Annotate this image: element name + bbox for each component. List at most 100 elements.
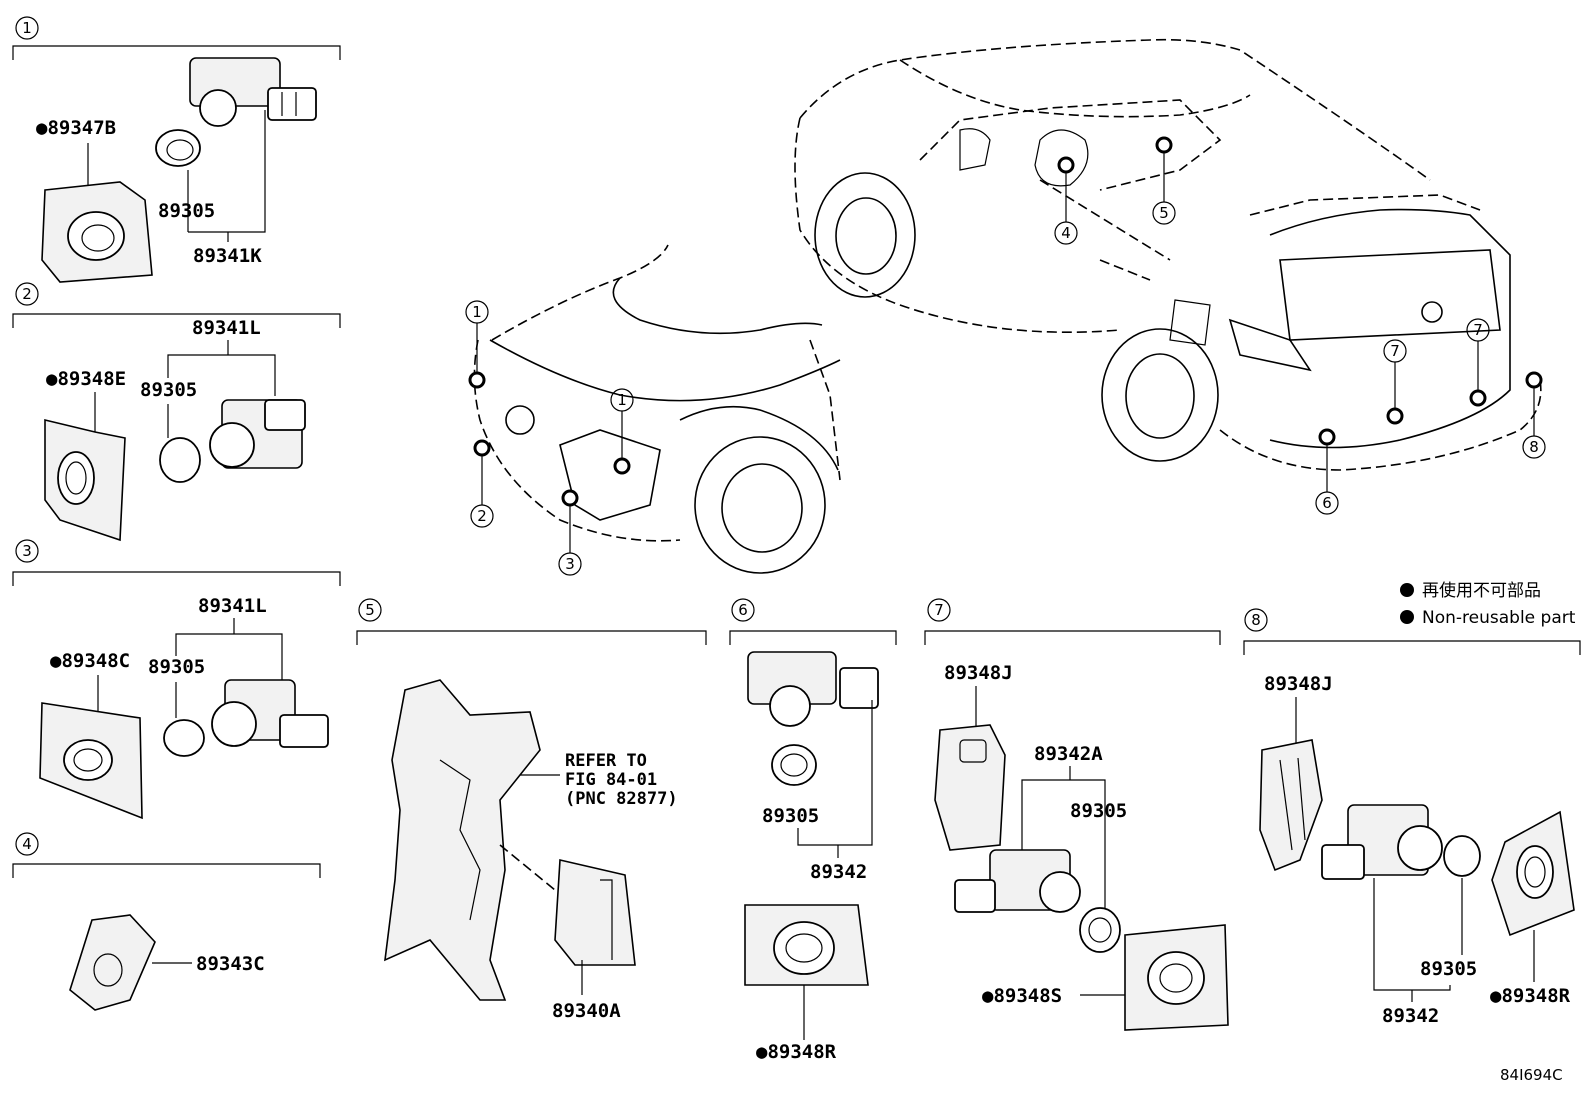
part-number: 89341L <box>192 317 261 339</box>
part-number: ●89348S <box>982 985 1062 1007</box>
sensor-bezel-icon <box>1124 924 1229 1031</box>
section-8: 8 89348J 89305 ●89348R 89342 <box>1243 608 1581 1027</box>
part-number: ●89348R <box>1490 985 1571 1007</box>
section-number: 1 <box>22 19 32 37</box>
section-5: 5 REFER TO FIG 84-01 (PNC 82877) 89340A <box>356 598 707 1022</box>
sensor-position-icon <box>1386 407 1404 425</box>
part-number: 89341K <box>193 245 262 267</box>
sensor-retainer-icon <box>934 724 1006 851</box>
callout-marker: 6 <box>1315 428 1339 515</box>
section-number: 8 <box>1251 611 1261 629</box>
section-number: 6 <box>738 601 748 619</box>
callout-number: 1 <box>472 303 482 321</box>
part-number: ●89348R <box>756 1041 837 1063</box>
callout-marker: 7 <box>1383 339 1407 425</box>
section-3: 3 89341L ●89348C 89305 <box>12 539 341 820</box>
section-7: 7 89348J 89342A 89305 ●89348S <box>924 598 1229 1031</box>
part-number: 89343C <box>196 953 265 975</box>
part-number: 89305 <box>148 656 205 678</box>
legend-english-text: Non-reusable part <box>1422 608 1576 628</box>
callout-number: 6 <box>1322 494 1332 512</box>
part-number: 89340A <box>552 1000 621 1022</box>
callout-marker: 8 <box>1522 371 1546 459</box>
sensor-position-icon <box>561 489 579 507</box>
part-number: 89305 <box>1070 800 1127 822</box>
non-reusable-bullet-icon <box>1400 610 1414 624</box>
sensor-bezel-icon <box>41 181 153 283</box>
sensor-position-icon <box>1318 428 1336 446</box>
parking-sensor-icon <box>189 57 317 127</box>
part-number: 89305 <box>140 379 197 401</box>
section-number: 2 <box>22 285 32 303</box>
reference-note: (PNC 82877) <box>565 789 678 809</box>
sensor-grommet-icon <box>1443 835 1481 877</box>
sensor-retainer-icon <box>69 914 156 1011</box>
sensor-grommet-icon <box>155 129 201 167</box>
sensor-retainer-icon <box>1259 739 1323 872</box>
parking-sensor-icon <box>211 679 329 748</box>
drawing-code: 84I694C <box>1500 1066 1563 1084</box>
sensor-grommet-icon <box>163 719 205 757</box>
ecu-module-icon <box>554 859 636 966</box>
section-number: 7 <box>934 601 944 619</box>
part-number: 89341L <box>198 595 267 617</box>
sensor-position-icon <box>468 371 486 389</box>
callout-number: 3 <box>565 555 575 573</box>
part-number: 89305 <box>1420 958 1477 980</box>
section-2: 2 89341L ●89348E 89305 <box>12 282 341 542</box>
callout-marker: 1 <box>465 300 489 389</box>
callout-number: 4 <box>1061 224 1071 242</box>
parking-sensor-icon <box>1321 804 1443 880</box>
part-number: 89305 <box>158 200 215 222</box>
section-number: 3 <box>22 542 32 560</box>
reference-note: FIG 84-01 <box>565 770 657 790</box>
part-number: ●89348C <box>50 650 130 672</box>
part-number: 89305 <box>762 805 819 827</box>
sensor-callouts: 1 1 2 3 4 <box>465 136 1546 576</box>
callout-marker: 3 <box>558 489 582 576</box>
callout-marker: 4 <box>1054 156 1078 245</box>
callout-marker: 1 <box>610 388 634 475</box>
callout-marker: 7 <box>1466 318 1490 407</box>
rear-vehicle-view <box>794 38 1542 471</box>
sensor-position-icon <box>1057 156 1075 174</box>
section-number: 4 <box>22 835 32 853</box>
instrument-panel-bracket-icon <box>384 679 541 1001</box>
sensor-position-icon <box>1155 136 1173 154</box>
reference-note: REFER TO <box>565 751 647 771</box>
sensor-grommet-icon <box>771 744 817 786</box>
part-number: ●89347B <box>36 117 116 139</box>
section-number: 5 <box>365 601 375 619</box>
sensor-bezel-icon <box>1491 810 1575 937</box>
sensor-bezel-icon <box>744 904 869 986</box>
sensor-position-icon <box>473 439 491 457</box>
callout-number: 8 <box>1529 438 1539 456</box>
callout-marker: 5 <box>1152 136 1176 225</box>
part-number: 89342A <box>1034 743 1103 765</box>
callout-number: 5 <box>1159 204 1169 222</box>
legend: 再使用不可部品 Non-reusable part <box>1400 580 1576 628</box>
section-6: 6 89305 89342 ●89348R <box>729 598 897 1063</box>
front-vehicle-view <box>473 244 841 574</box>
parking-sensor-icon <box>747 651 879 727</box>
part-number: 89342 <box>1382 1005 1439 1027</box>
part-number: ●89348E <box>46 368 126 390</box>
part-number: 89348J <box>944 662 1013 684</box>
parking-sensor-icon <box>954 849 1081 913</box>
sensor-grommet-icon <box>1079 907 1121 953</box>
sensor-grommet-icon <box>159 437 201 483</box>
callout-marker: 2 <box>470 439 494 528</box>
sensor-position-icon <box>613 457 631 475</box>
part-number: 89342 <box>810 861 867 883</box>
sensor-bezel-icon <box>39 702 143 820</box>
sensor-position-icon <box>1525 371 1543 389</box>
part-number: 89348J <box>1264 673 1333 695</box>
callout-number: 1 <box>617 391 627 409</box>
section-1: 1 ●89347B 89305 89341K <box>12 16 341 283</box>
legend-japanese-text: 再使用不可部品 <box>1422 580 1541 601</box>
callout-number: 2 <box>477 507 487 525</box>
parking-sensor-icon <box>209 399 306 469</box>
section-4: 4 89343C <box>12 832 321 1011</box>
sensor-position-icon <box>1469 389 1487 407</box>
